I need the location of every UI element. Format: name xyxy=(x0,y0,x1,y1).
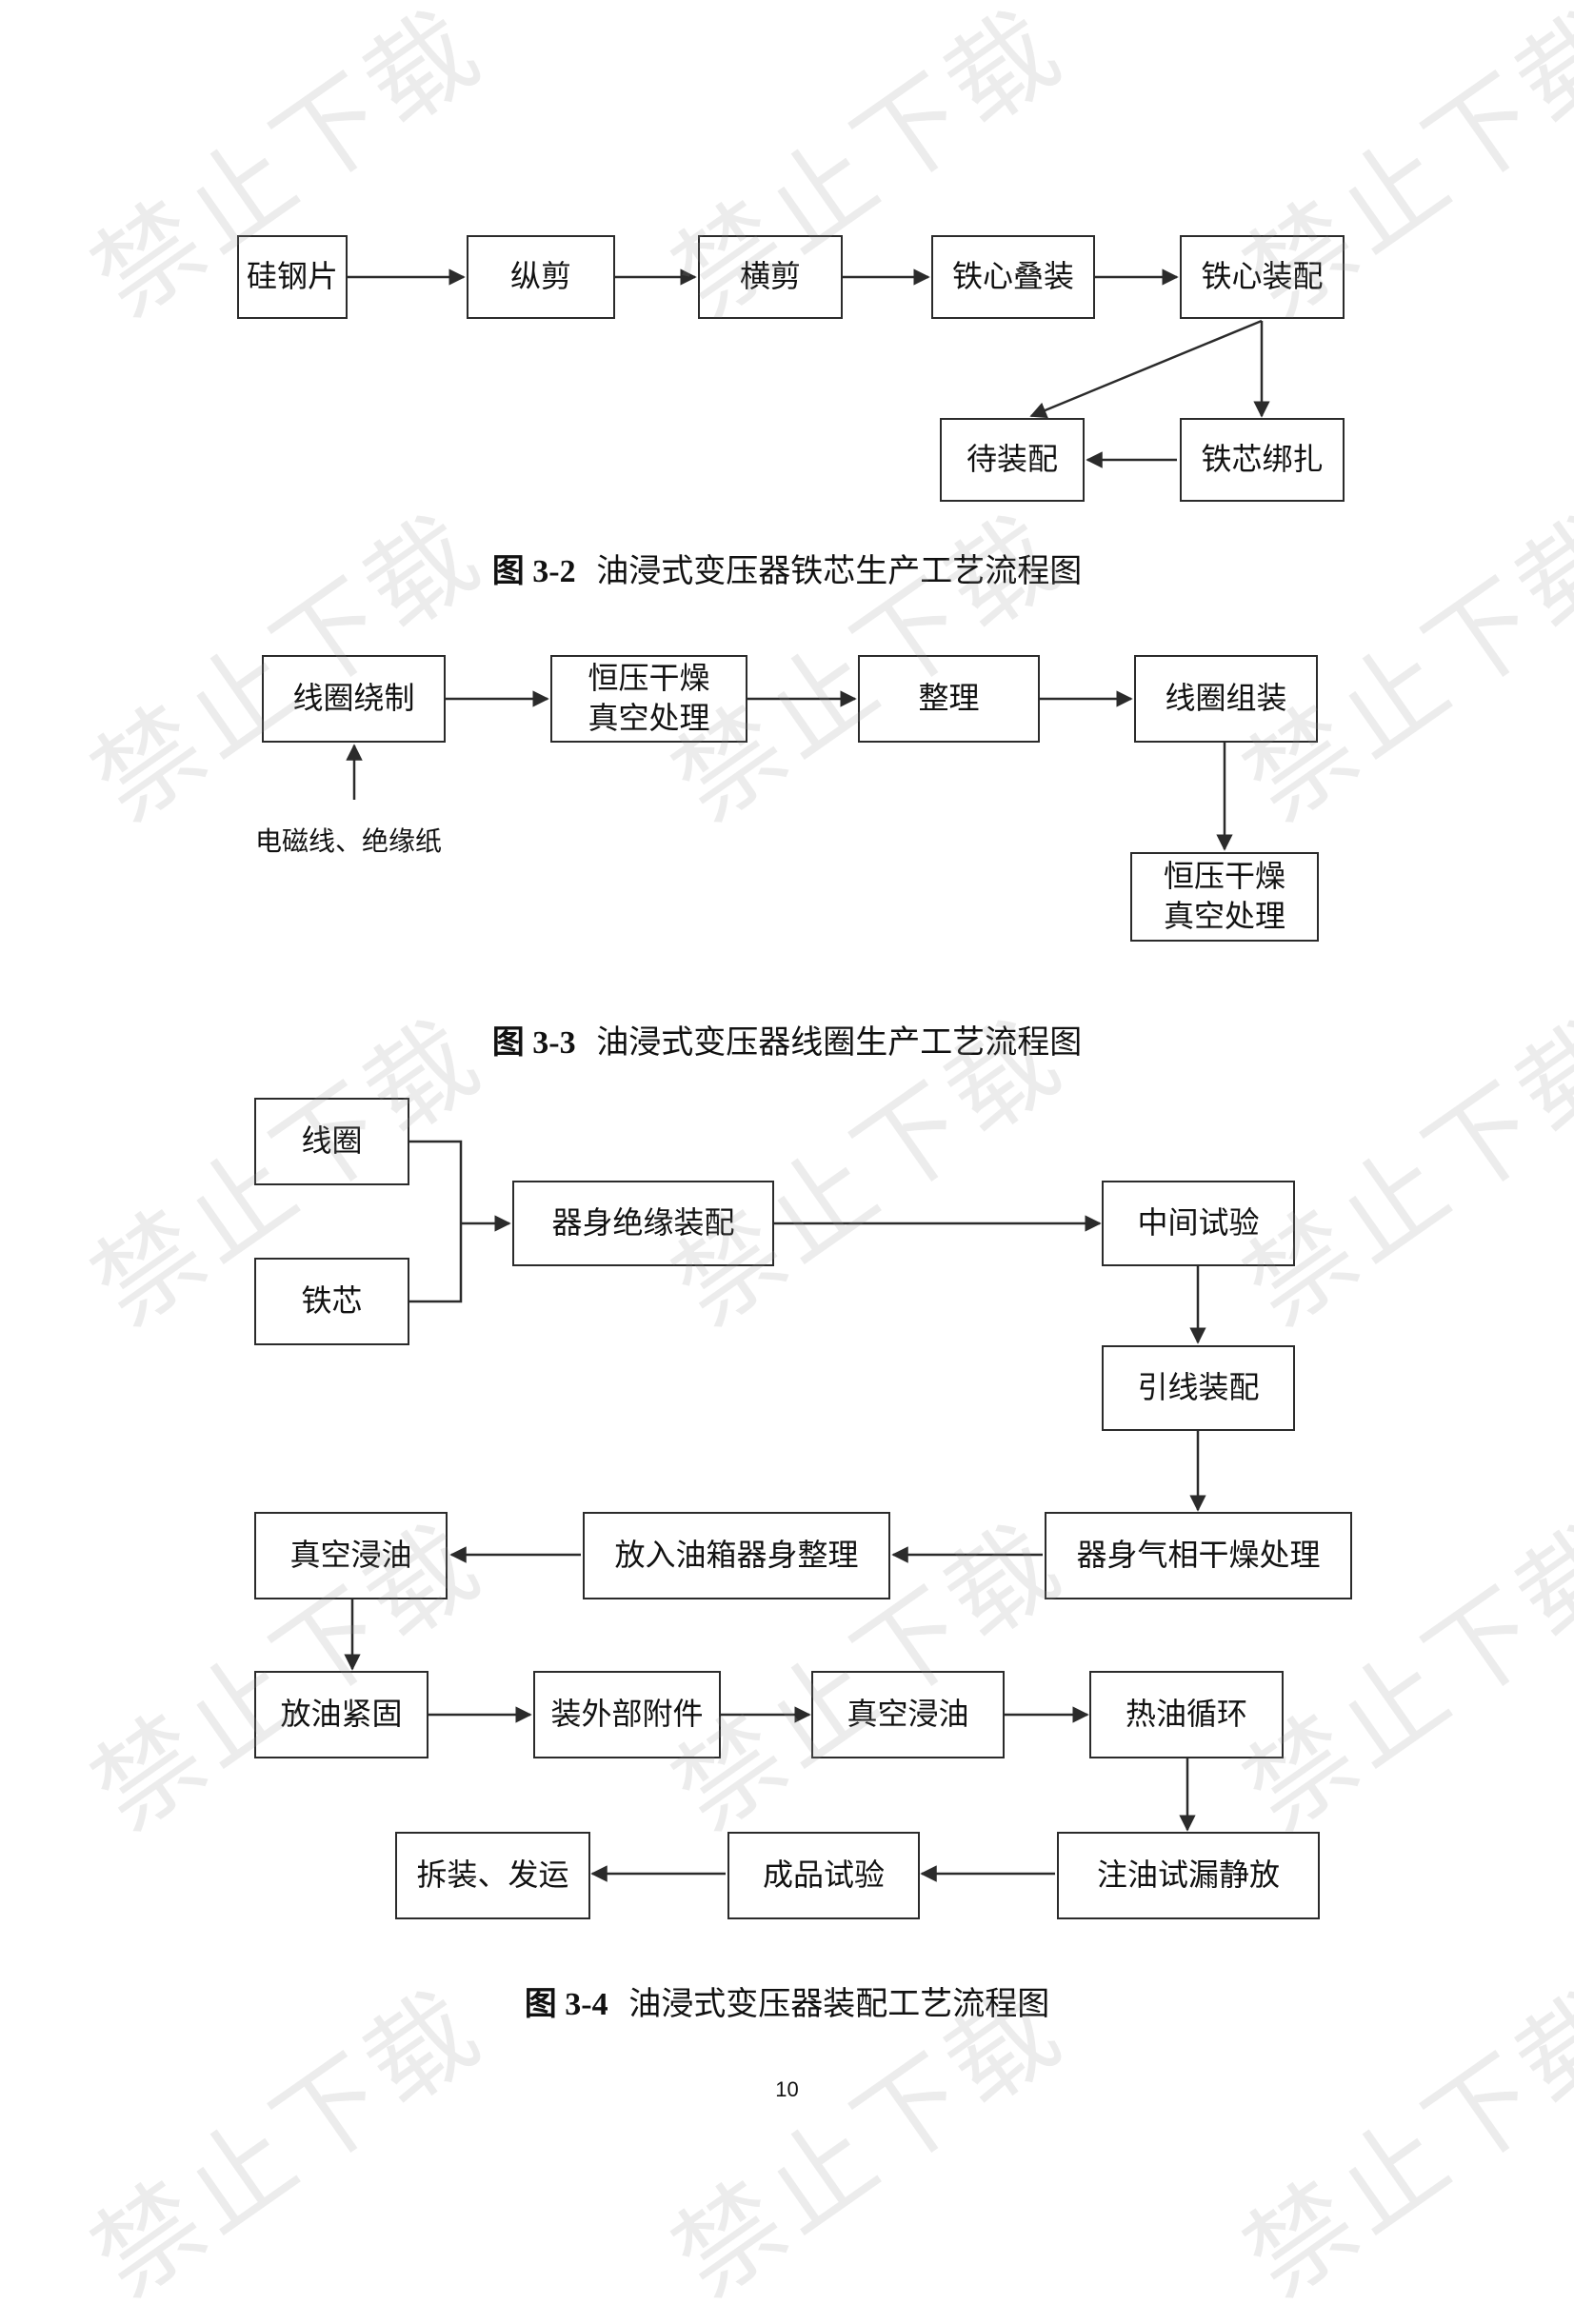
node-dismantle-ship: 拆装、发运 xyxy=(395,1832,590,1919)
node-tank-placement: 放入油箱器身整理 xyxy=(583,1512,890,1599)
node-drain-fasten: 放油紧固 xyxy=(254,1671,428,1758)
node-coil-winding: 线圈绕制 xyxy=(262,655,446,743)
merge-line-bottom xyxy=(409,1223,463,1303)
figure-3-4-caption: 图 3-4 油浸式变压器装配工艺流程图 xyxy=(524,1985,1050,2023)
node-vapor-phase-drying: 器身气相干燥处理 xyxy=(1045,1512,1352,1599)
node-insulation-assembly: 器身绝缘装配 xyxy=(512,1181,774,1266)
node-hot-oil-circulation: 热油循环 xyxy=(1089,1671,1284,1758)
node-external-accessories: 装外部附件 xyxy=(533,1671,721,1758)
node-slitting: 纵剪 xyxy=(467,235,615,319)
node-coil-assembly: 线圈组装 xyxy=(1134,655,1318,743)
figure-3-3-caption: 图 3-3 油浸式变压器线圈生产工艺流程图 xyxy=(491,1023,1083,1062)
node-final-test: 成品试验 xyxy=(727,1832,920,1919)
node-vacuum-oil-1: 真空浸油 xyxy=(254,1512,448,1599)
node-cross-cutting: 横剪 xyxy=(698,235,843,319)
node-intermediate-test: 中间试验 xyxy=(1102,1181,1295,1266)
connector-lines xyxy=(344,268,1270,1882)
arrow-3-2-f xyxy=(1029,319,1263,419)
node-core-binding: 铁芯绑扎 xyxy=(1180,418,1345,502)
merge-line-top xyxy=(409,1140,463,1223)
figure-3-2-caption: 图 3-2 油浸式变压器铁芯生产工艺流程图 xyxy=(491,552,1083,590)
node-vacuum-oil-2: 真空浸油 xyxy=(811,1671,1005,1758)
node-awaiting-assembly: 待装配 xyxy=(940,418,1085,502)
page-number: 10 xyxy=(775,2077,799,2101)
node-coil: 线圈 xyxy=(254,1098,409,1185)
node-drying-vacuum-2: 恒压干燥 真空处理 xyxy=(1130,852,1319,942)
node-drying-vacuum-1: 恒压干燥 真空处理 xyxy=(550,655,747,743)
node-oil-leak-test: 注油试漏静放 xyxy=(1057,1832,1320,1919)
node-lead-assembly: 引线装配 xyxy=(1102,1345,1295,1431)
node-core: 铁芯 xyxy=(254,1258,409,1345)
node-silicon-steel: 硅钢片 xyxy=(237,235,348,319)
node-core-assembly: 铁心装配 xyxy=(1180,235,1345,319)
node-finishing: 整理 xyxy=(858,655,1040,743)
input-materials-note: 电磁线、绝缘纸 xyxy=(255,825,443,857)
node-core-stacking: 铁心叠装 xyxy=(931,235,1095,319)
